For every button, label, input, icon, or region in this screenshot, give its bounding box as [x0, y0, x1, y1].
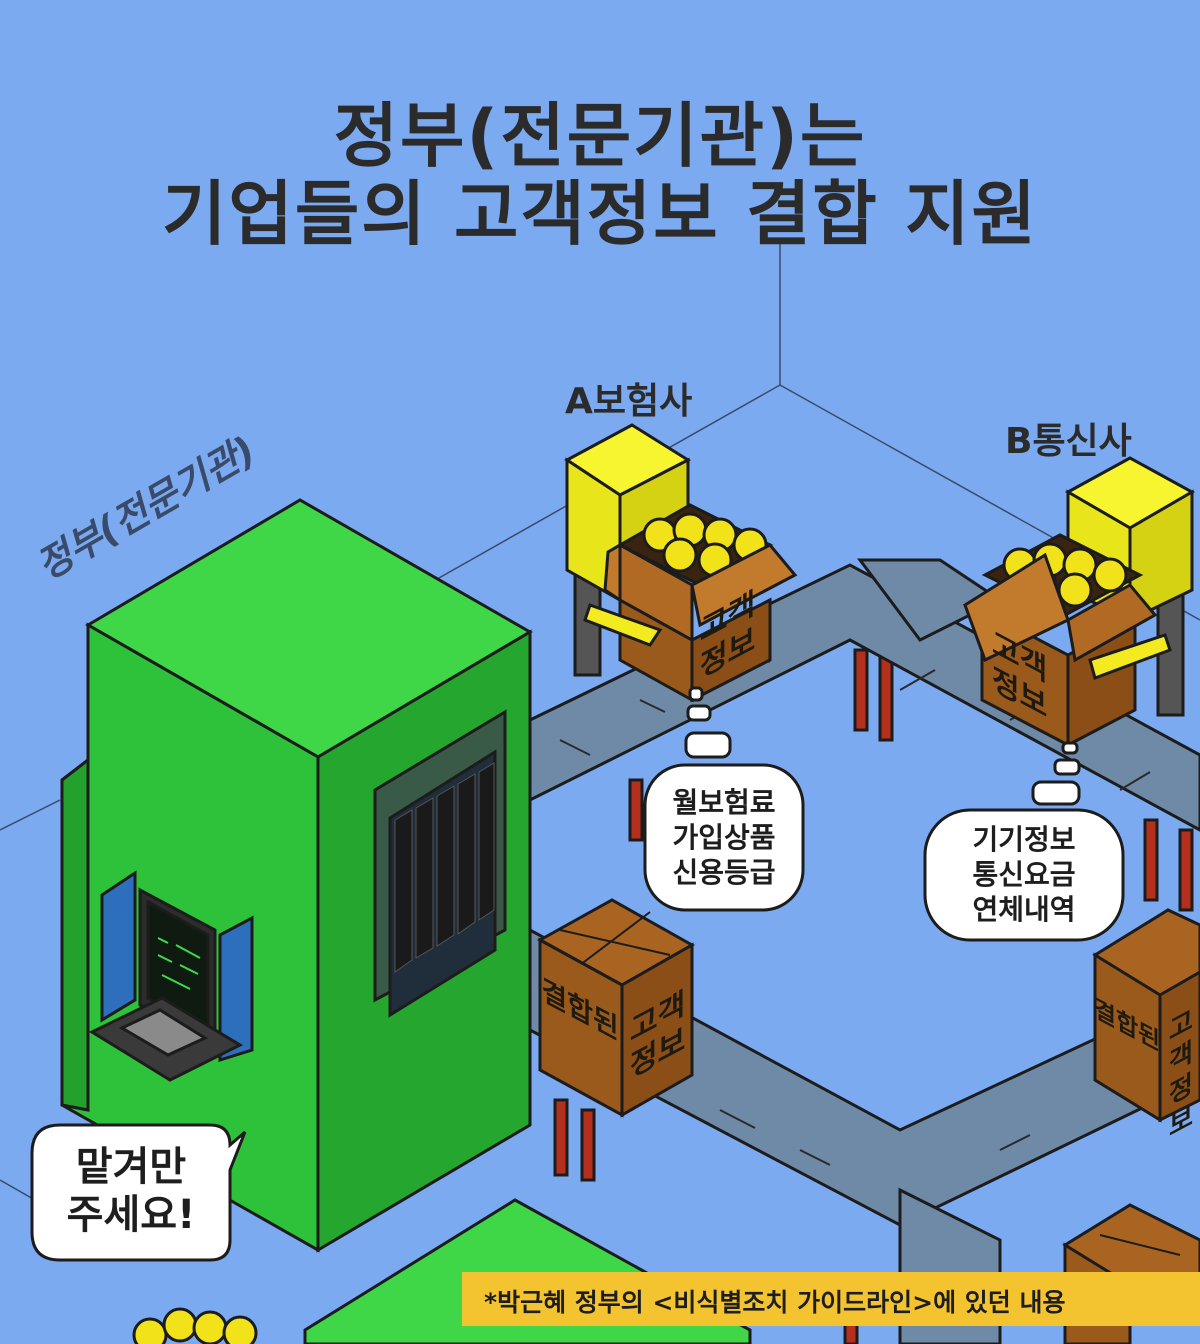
- bottom-smiley-box: [132, 1307, 258, 1344]
- label-company-b: B통신사: [1005, 421, 1132, 462]
- box-combined-2: [1092, 908, 1200, 1123]
- bubble-b-line1: 기기정보: [972, 823, 1076, 856]
- bubble-a-line3: 신용등급: [672, 856, 776, 889]
- label-company-a: A보험사: [565, 381, 693, 422]
- bubble-b-line2: 통신요금: [972, 858, 1076, 891]
- bubble-a-line2: 가입상품: [672, 821, 776, 854]
- speech-line2: 주세요!: [66, 1192, 196, 1238]
- bubble-b: [923, 741, 1125, 942]
- box-combined-1: [536, 898, 696, 1118]
- bubble-a: [643, 686, 805, 912]
- page-title-line1: 정부(전문기관)는: [333, 95, 867, 177]
- speech-bubble: [30, 1123, 247, 1262]
- bubble-a-text: 월보험료 가입상품 신용등급: [645, 785, 803, 890]
- box-a-customer-info: [583, 503, 798, 703]
- speech-line1: 맡겨만: [75, 1144, 187, 1190]
- combined-box-2-label: 고객 정보: [1162, 1000, 1200, 1148]
- speech-bubble-text: 맡겨만 주세요!: [32, 1143, 230, 1239]
- page-title-line2: 기업들의 고객정보 결합 지원: [162, 173, 1038, 255]
- footnote-banner: *박근혜 정부의 <비식별조치 가이드라인>에 있던 내용: [462, 1272, 1200, 1326]
- bubble-a-line1: 월보험료: [672, 786, 776, 819]
- bubble-b-line3: 연체내역: [972, 893, 1076, 926]
- bubble-b-text: 기기정보 통신요금 연체내역: [925, 822, 1123, 927]
- government-machine: [60, 498, 533, 1253]
- footnote-text: *박근혜 정부의 <비식별조치 가이드라인>에 있던 내용: [484, 1288, 1066, 1317]
- terminal-text-glyphs: [157, 937, 201, 990]
- box-b-customer-info: [963, 533, 1172, 748]
